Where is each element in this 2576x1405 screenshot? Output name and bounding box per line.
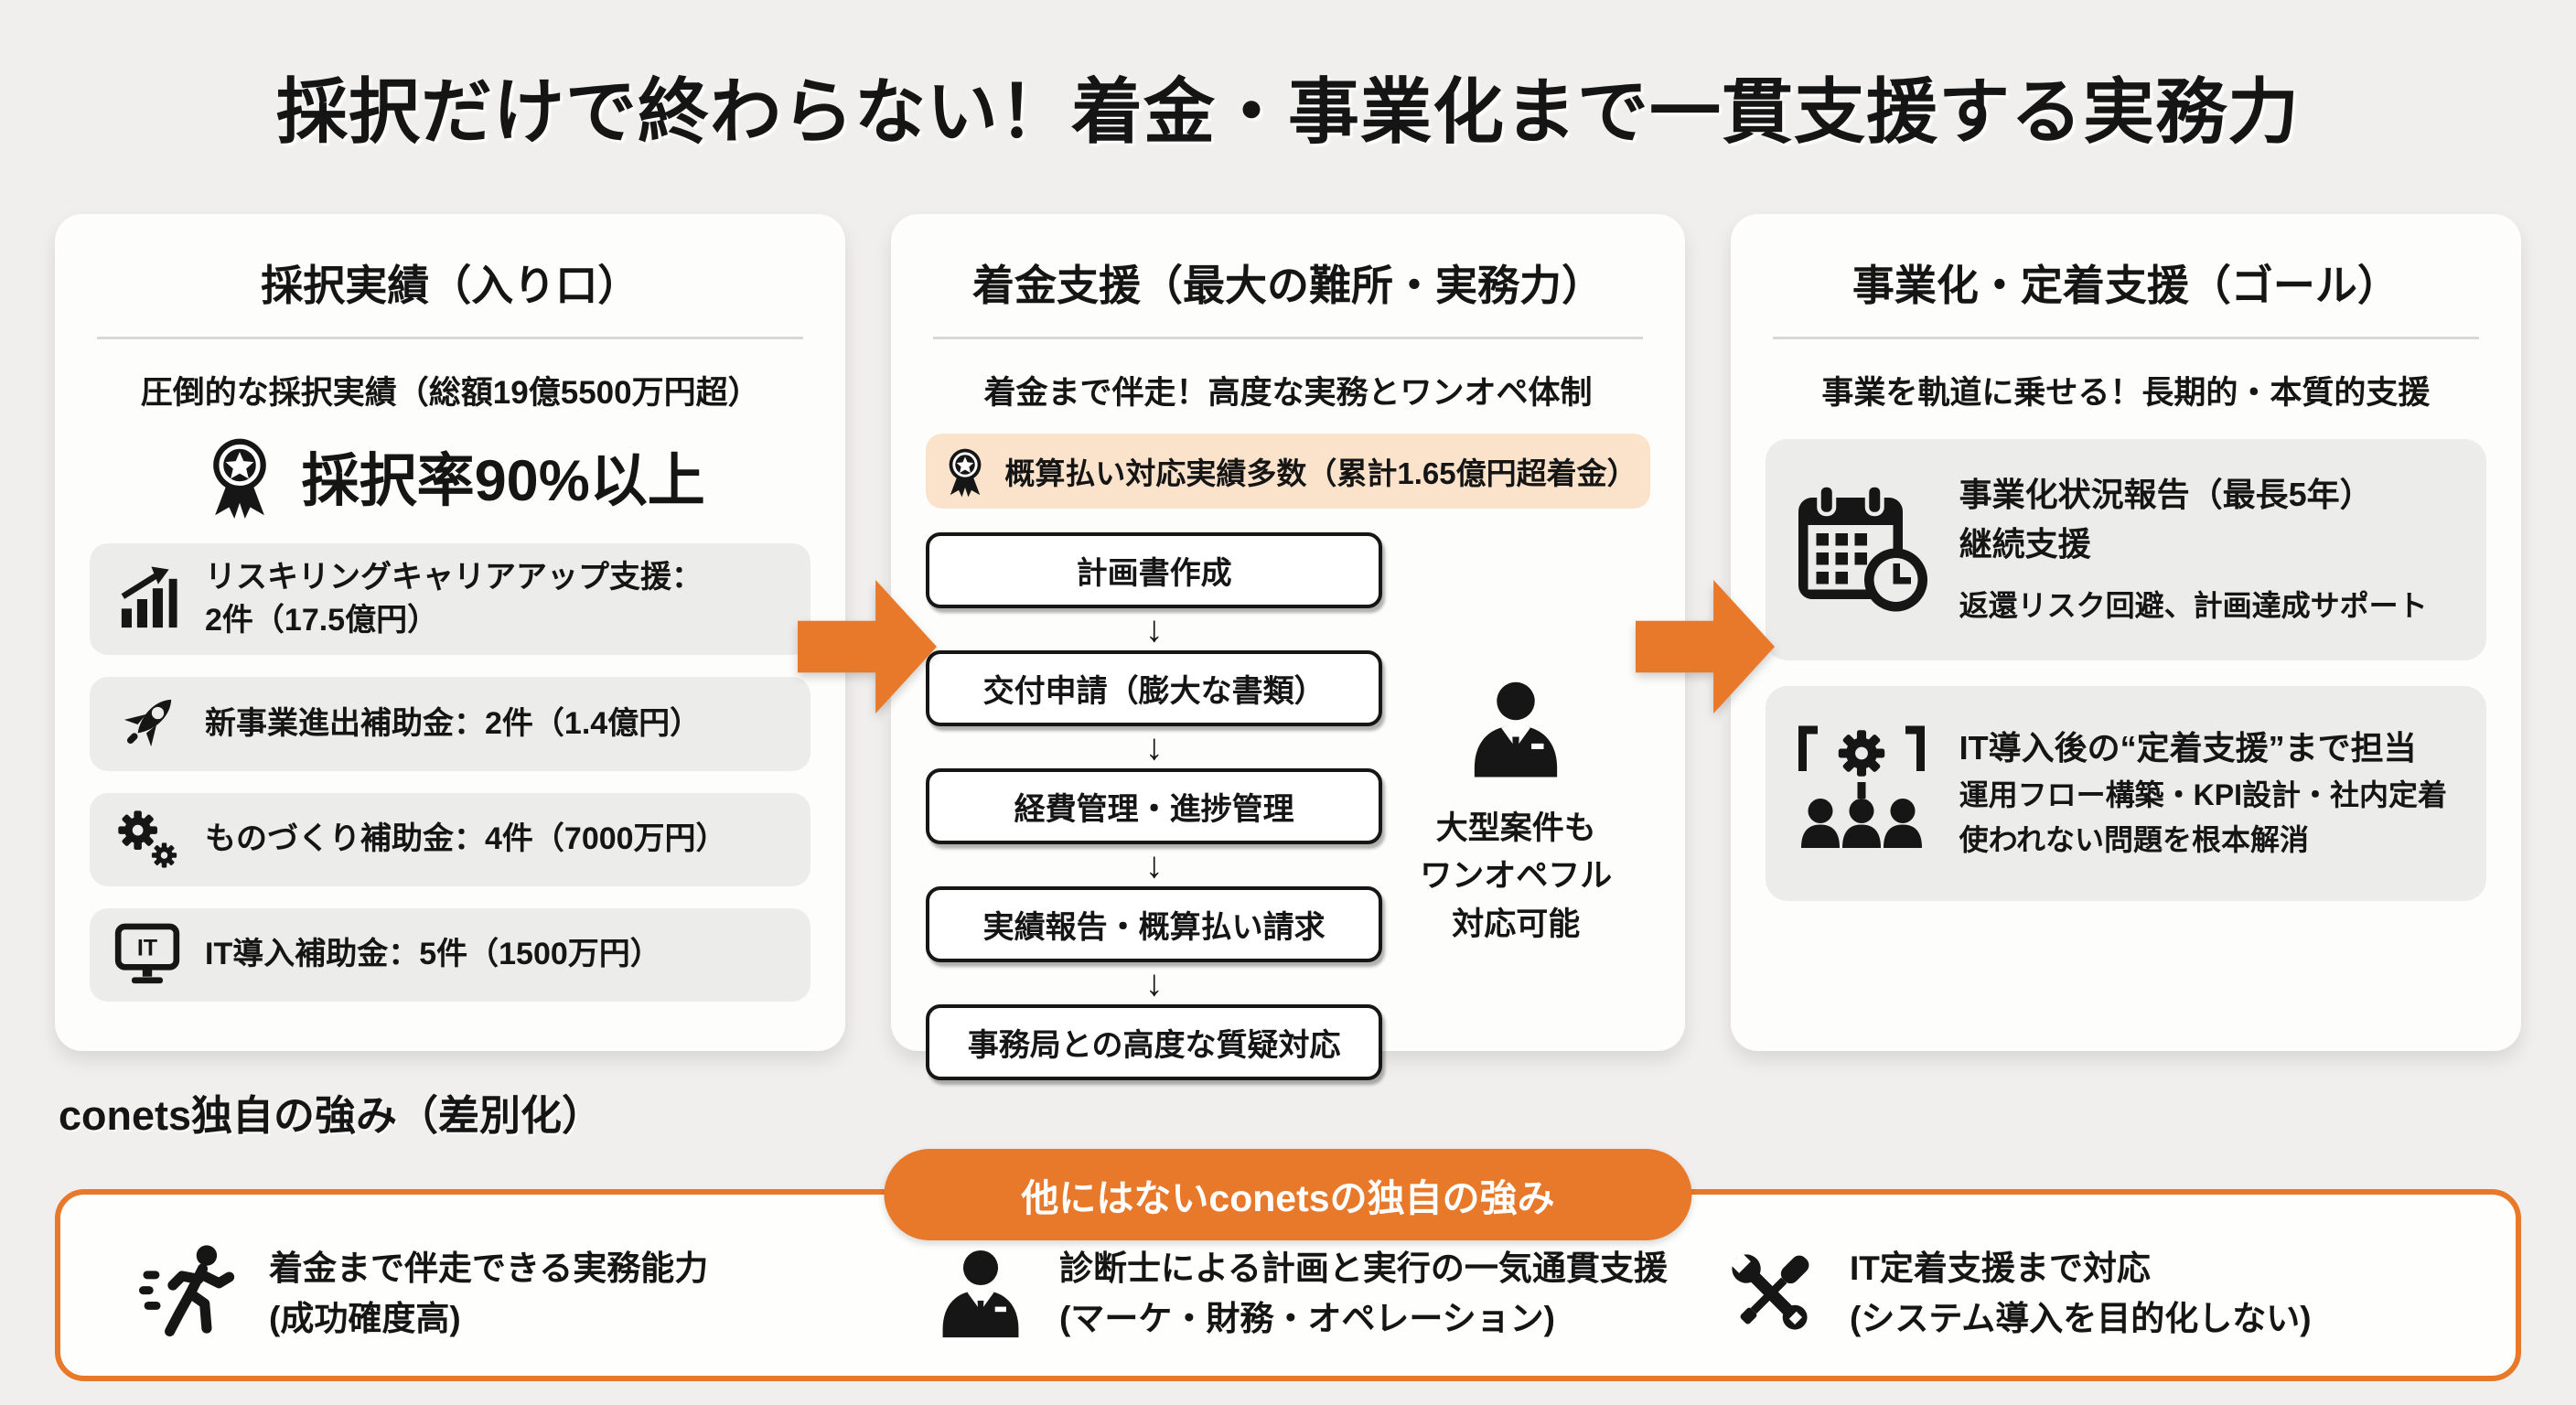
badge-text: 概算払い対応実績多数（累計1.65億円超着金） bbox=[1004, 456, 1637, 490]
flow-step: 事務局との高度な質疑対応 bbox=[926, 1004, 1382, 1080]
card-title: 採択実績（入り口） bbox=[261, 262, 640, 309]
list-item-text: 新事業進出補助金：2件（1.4億円） bbox=[205, 705, 702, 741]
strengths-pill: 他にはないconetsの独自の強み bbox=[884, 1149, 1692, 1240]
business-subtitle: 事業を軌道に乗せる！長期的・本質的支援 bbox=[1821, 375, 2431, 411]
medal-icon bbox=[939, 445, 992, 498]
payment-subtitle: 着金まで伴走！高度な実務とワンオペ体制 bbox=[983, 375, 1593, 411]
adoption-rate-highlight: 採択率90%以上 bbox=[90, 432, 810, 520]
strength-practical-ability: 着金まで伴走できる実務能力 (成功確度高) bbox=[102, 1242, 893, 1345]
divider bbox=[1772, 337, 2480, 339]
down-arrow-icon bbox=[926, 847, 1381, 884]
note-line: 対応可能 bbox=[1452, 906, 1581, 942]
list-item-text: ものづくり補助金：4件（7000万円） bbox=[205, 820, 727, 856]
businessman-icon bbox=[1460, 673, 1572, 785]
card-title: 事業化・定着支援（ゴール） bbox=[1852, 262, 2399, 309]
goal-box-reporting: 事業化状況報告（最長5年） 継続支援 返還リスク回避、計画達成サポート bbox=[1765, 439, 2487, 660]
page-title: 採択だけで終わらない！着金・事業化まで一貫支援する実務力 bbox=[275, 71, 2300, 152]
consultant-icon bbox=[929, 1242, 1032, 1345]
goal-box-text: 事業化状況報告（最長5年） 継続支援 返還リスク回避、計画達成サポート bbox=[1959, 476, 2428, 622]
flow-steps: 計画書作成 交付申請（膨大な書類） 経費管理・進捗管理 実績報告・概算払い請求 … bbox=[926, 532, 1382, 1080]
gear-team-icon bbox=[1793, 724, 1930, 862]
right-arrow-icon bbox=[1636, 579, 1775, 714]
rocket-icon bbox=[113, 690, 181, 757]
flow-step: 実績報告・概算払い請求 bbox=[926, 886, 1382, 962]
crossed-tools-icon bbox=[1720, 1242, 1822, 1345]
card-title: 着金支援（最大の難所・実務力） bbox=[972, 262, 1604, 309]
running-person-icon bbox=[139, 1242, 242, 1345]
list-item-new-business: 新事業進出補助金：2件（1.4億円） bbox=[90, 677, 811, 771]
strength-it-retention: IT定着支援まで対応 (システム導入を目的化しない) bbox=[1683, 1242, 2474, 1345]
card-payment-support: 着金支援（最大の難所・実務力） 着金まで伴走！高度な実務とワンオペ体制 概算払い… bbox=[891, 214, 1685, 1080]
adoption-rate-text: 採択率90%以上 bbox=[301, 448, 705, 513]
list-item-it-subsidy: IT導入補助金：5件（1500万円） bbox=[90, 907, 811, 1002]
gears-icon bbox=[113, 806, 181, 874]
payment-flow: 計画書作成 交付申請（膨大な書類） 経費管理・進捗管理 実績報告・概算払い請求 … bbox=[926, 532, 1649, 1080]
adoption-subtitle: 圧倒的な採択実績（総額19億5500万円超） bbox=[140, 375, 760, 411]
flow-step: 交付申請（膨大な書類） bbox=[926, 650, 1382, 726]
divider bbox=[933, 337, 1643, 339]
note-line: 大型案件も bbox=[1435, 810, 1596, 846]
goal-box-it-retention: IT導入後の“定着支援”まで担当 運用フロー構築・KPI設計・社内定着 使われな… bbox=[1765, 685, 2487, 901]
flow-step: 計画書作成 bbox=[926, 532, 1382, 608]
down-arrow-icon bbox=[926, 729, 1381, 766]
calendar-clock-icon bbox=[1793, 481, 1930, 618]
right-arrow-icon bbox=[798, 579, 937, 714]
note-line: ワンオペフル bbox=[1420, 858, 1613, 895]
strength-text: IT定着支援まで対応 (システム導入を目的化しない) bbox=[1850, 1249, 2312, 1338]
medal-icon bbox=[196, 432, 284, 520]
strengths-section-label: conets独自の強み（差別化） bbox=[59, 1092, 604, 1139]
list-item-monozukuri: ものづくり補助金：4件（7000万円） bbox=[90, 792, 811, 886]
down-arrow-icon bbox=[926, 611, 1381, 648]
list-item-reskilling: リスキリングキャリアアップ支援： 2件（17.5億円） bbox=[90, 543, 811, 656]
it-monitor-icon bbox=[113, 921, 181, 989]
goal-box-text: IT導入後の“定着支援”まで担当 運用フロー構築・KPI設計・社内定着 使われな… bbox=[1959, 728, 2447, 857]
list-item-text: リスキリングキャリアアップ支援： 2件（17.5億円） bbox=[205, 559, 703, 638]
payment-achievement-badge: 概算払い対応実績多数（累計1.65億円超着金） bbox=[926, 434, 1650, 509]
one-op-note: 大型案件も ワンオペフル 対応可能 bbox=[1382, 532, 1650, 1080]
strengths-box: 他にはないconetsの独自の強み 着金まで伴走できる実務能力 (成功確度高) … bbox=[55, 1149, 2521, 1381]
strength-consultant-support: 診断士による計画と実行の一気通貫支援 (マーケ・財務・オペレーション) bbox=[893, 1242, 1683, 1345]
strength-text: 着金まで伴走できる実務能力 (成功確度高) bbox=[269, 1249, 709, 1338]
growth-chart-icon bbox=[113, 565, 181, 633]
strength-text: 診断士による計画と実行の一気通貫支援 (マーケ・財務・オペレーション) bbox=[1059, 1249, 1668, 1338]
down-arrow-icon bbox=[926, 965, 1381, 1002]
flow-step: 経費管理・進捗管理 bbox=[926, 768, 1382, 844]
card-adoption-results: 採択実績（入り口） 圧倒的な採択実績（総額19億5500万円超） 採択率90%以… bbox=[55, 214, 846, 1051]
list-item-text: IT導入補助金：5件（1500万円） bbox=[205, 937, 661, 972]
process-cards-row: 採択実績（入り口） 圧倒的な採択実績（総額19億5500万円超） 採択率90%以… bbox=[55, 214, 2522, 1080]
divider bbox=[97, 337, 804, 339]
card-business-support: 事業化・定着支援（ゴール） 事業を軌道に乗せる！長期的・本質的支援 事業化状況報… bbox=[1730, 214, 2522, 1051]
